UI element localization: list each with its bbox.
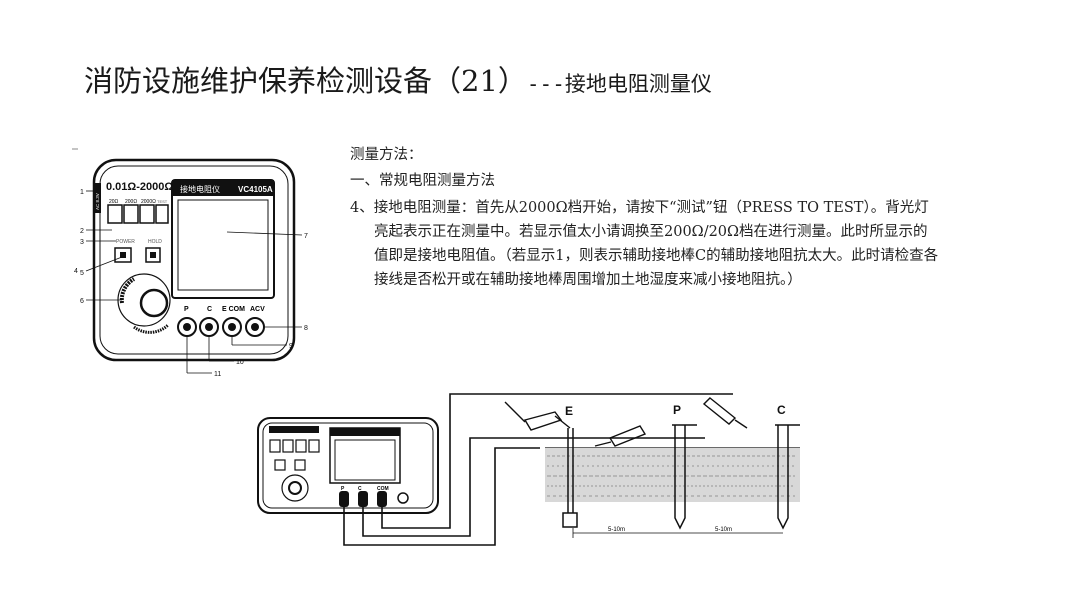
- stake-label-c: C: [777, 403, 786, 417]
- callout-1: 1: [80, 189, 84, 196]
- callout-2: 2: [80, 228, 84, 235]
- callout-10: 10: [236, 359, 244, 366]
- callout-6: 6: [80, 298, 84, 305]
- device-name-label: 接地电阻仪: [180, 184, 220, 194]
- mini-jack-c: C: [358, 486, 362, 492]
- jack-e-label: E COM: [222, 306, 245, 313]
- method-text: 测量方法： 一、常规电阻测量方法 4、接地电阻测量：首先从2000Ω档开始，请按…: [350, 143, 940, 292]
- callout-5: 5: [80, 270, 84, 277]
- jack-c-label: C: [207, 306, 212, 313]
- callout-11: 11: [214, 371, 221, 378]
- callout-4: 4: [74, 268, 78, 275]
- jack-acv-label: ACV: [250, 306, 265, 313]
- mini-jack-com: COM: [377, 486, 389, 492]
- device-diagram: 接地电阻仪 VC4105A 0.01Ω-2000Ω AC 8.3V 20Ω 20…: [72, 148, 308, 378]
- mini-jack-p: P: [341, 486, 345, 492]
- device-model: VC4105A: [238, 185, 273, 194]
- method-section: 一、常规电阻测量方法: [350, 173, 495, 189]
- jack-p-label: P: [184, 306, 189, 313]
- distance-ep: 5-10m: [608, 527, 625, 533]
- btn-label-200: 200Ω: [125, 199, 137, 205]
- distance-pc: 5-10m: [715, 527, 732, 533]
- method-item-4: 4、接地电阻测量：首先从2000Ω档开始，请按下“测试”钮（PRESS TO T…: [350, 200, 939, 288]
- title-main: 消防设施维护保养检测设备（21）: [84, 64, 527, 98]
- callout-8: 8: [304, 325, 308, 332]
- method-heading: 测量方法：: [350, 147, 423, 163]
- device-jacks: P C E COM ACV: [177, 306, 265, 337]
- btn-label-2000: 2000Ω: [141, 199, 156, 205]
- stake-label-p: P: [673, 403, 681, 417]
- side-tag: AC 8.3V: [95, 193, 100, 210]
- power-label: POWER: [116, 239, 135, 245]
- wiring-diagram: P C COM E P C: [257, 393, 800, 546]
- callout-3: 3: [80, 239, 84, 246]
- callout-7: 7: [304, 233, 308, 240]
- callout-9: 9: [289, 343, 293, 350]
- btn-label-20: 20Ω: [109, 199, 119, 205]
- stake-label-e: E: [565, 404, 573, 418]
- range-label: 0.01Ω-2000Ω: [106, 181, 173, 193]
- slide-title: 消防设施维护保养检测设备（21）---接地电阻测量仪: [84, 58, 712, 100]
- hold-label: HOLD: [148, 239, 162, 245]
- btn-label-test: TEST: [157, 199, 168, 204]
- title-sub: ---接地电阻测量仪: [526, 72, 712, 96]
